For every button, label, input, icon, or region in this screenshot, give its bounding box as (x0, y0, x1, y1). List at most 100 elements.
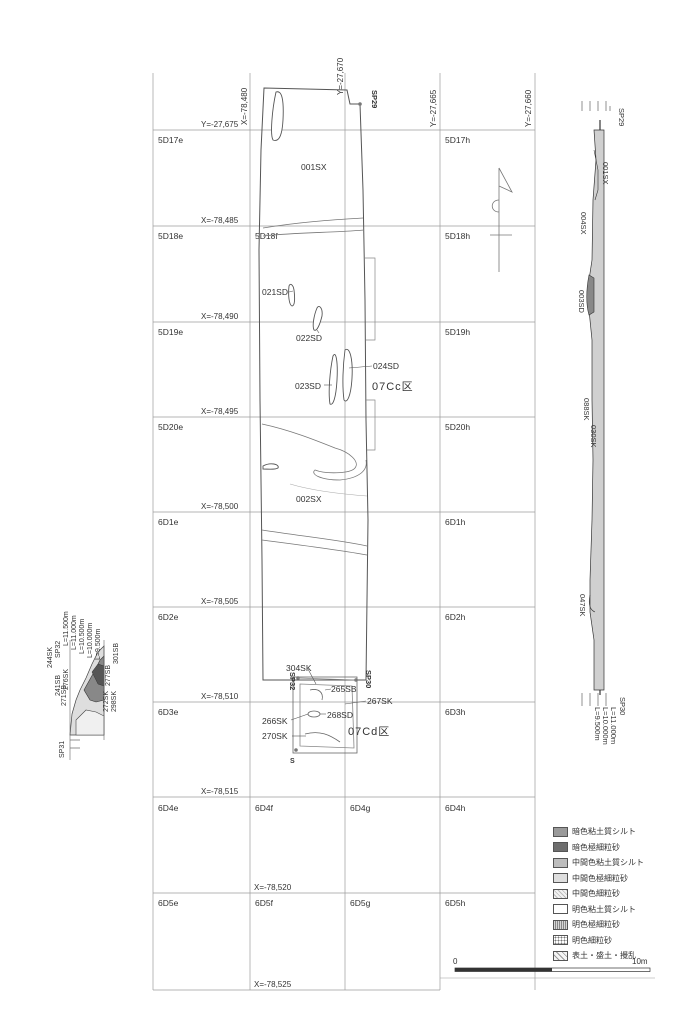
area-label: 07Cd区 (348, 726, 390, 738)
feature-label: 024SD (373, 361, 399, 371)
section-label: L=10.000m (601, 707, 610, 745)
cell-label: 6D2e (158, 612, 179, 622)
north-arrow-icon (490, 167, 513, 272)
legend-label: 中間色粘土質シルト (572, 858, 644, 867)
feature-label: 002SX (296, 494, 322, 504)
sp-label: SP30 (364, 670, 373, 688)
legend-swatch-icon (553, 935, 568, 945)
feature-label: 267SK (367, 696, 393, 706)
left-cross-section (69, 640, 105, 760)
legend-swatch-icon (553, 904, 568, 914)
feature-labels: 001SX 021SD 022SD 023SD 024SD 002SX 304S… (262, 162, 399, 741)
section-label: 001SX (601, 162, 610, 185)
right-long-section (581, 101, 611, 706)
left-section-labels: 244SK SP32 L=11.500m L=11.000m L=10.500m… (47, 611, 120, 758)
feature-label: 270SK (262, 731, 288, 741)
legend-item: 明色粘土質シルト (553, 902, 678, 917)
legend-swatch-icon (553, 950, 568, 961)
cell-label: 5D17h (445, 135, 470, 145)
x-coord: X=-78,510 (201, 692, 239, 701)
legend-swatch-icon (553, 826, 568, 837)
section-label: SP32 (55, 641, 62, 658)
y-coord: Y=-27,675 (201, 120, 239, 129)
right-section-labels: SP29 001SX 004SX 003SD 088SK 030SK 047SK… (577, 108, 627, 745)
scale-bar: 0 10m (440, 957, 655, 979)
cell-label: 6D5f (255, 898, 274, 908)
legend-label: 明色極細粒砂 (572, 920, 620, 929)
y-coord: Y=-27,660 (524, 89, 533, 127)
section-point-markers (294, 102, 362, 752)
cell-label: 6D1e (158, 517, 179, 527)
legend-item: 暗色極細粒砂 (553, 840, 678, 855)
scale-end: 10m (632, 957, 648, 966)
leader-lines (288, 290, 373, 737)
y-coordinate-labels: Y=-27,675 X=-78,480 Y=-27,670 Y=-27,665 … (201, 57, 533, 129)
section-label: 244SK (47, 647, 54, 668)
cell-label: 5D18h (445, 231, 470, 241)
cell-label: 6D1h (445, 517, 466, 527)
soil-legend: 暗色粘土質シルト 暗色極細粒砂 中間色粘土質シルト 中間色極細粒砂 中間色細粒砂… (553, 824, 678, 964)
cell-label: 6D2h (445, 612, 466, 622)
feature-label: 022SD (296, 333, 322, 343)
cell-label: 5D20h (445, 422, 470, 432)
cell-label: 6D5h (445, 898, 466, 908)
x-coord: X=-78,505 (201, 597, 239, 606)
section-label: L=11.000m (71, 615, 78, 650)
feature-label: 265SB (331, 684, 357, 694)
cell-label: 6D3h (445, 707, 466, 717)
section-label: 276SK (63, 669, 70, 690)
legend-item: 中間色細粒砂 (553, 886, 678, 901)
y-coord: Y=-27,670 (336, 57, 345, 95)
section-label: SP29 (617, 108, 626, 126)
legend-item: 表土・盛土・攪乱 (553, 948, 678, 963)
section-label: 003SD (577, 290, 586, 314)
feature-label: 021SD (262, 287, 288, 297)
legend-label: 暗色極細粒砂 (572, 842, 620, 852)
legend-item: 明色極細粒砂 (553, 917, 678, 932)
section-label: 298SK (111, 691, 118, 712)
section-label: L=10.000m (87, 623, 94, 658)
cell-label: 5D18e (158, 231, 183, 241)
legend-item: 中間色粘土質シルト (553, 855, 678, 870)
legend-label: 中間色細粒砂 (572, 889, 620, 898)
x-coord: X=-78,485 (201, 216, 239, 225)
legend-item: 暗色粘土質シルト (553, 824, 678, 839)
y-coord: Y=-27,665 (429, 89, 438, 127)
section-label: 241SB (55, 675, 62, 696)
cell-label: 5D19h (445, 327, 470, 337)
legend-swatch-icon (553, 857, 568, 868)
legend-label: 中間色極細粒砂 (572, 873, 628, 883)
legend-label: 明色細粒砂 (572, 935, 612, 945)
x-coord: X=-78,525 (254, 980, 292, 989)
legend-label: 暗色粘土質シルト (572, 827, 636, 836)
cell-label: 5D19e (158, 327, 183, 337)
feature-label: 001SX (301, 162, 327, 172)
section-label: 301SB (113, 643, 120, 664)
x-coordinate-labels: X=-78,485 X=-78,490 X=-78,495 X=-78,500 … (201, 216, 292, 989)
section-label: SP30 (618, 697, 627, 715)
feature-label: 268SD (327, 710, 353, 720)
section-label: L=10.500m (79, 619, 86, 654)
x-coord: X=-78,490 (201, 312, 239, 321)
section-label: 272SK (103, 691, 110, 712)
cell-label: 6D4f (255, 803, 274, 813)
legend-swatch-icon (553, 873, 568, 883)
x-coord: X=-78,500 (201, 502, 239, 511)
cell-label: 5D17e (158, 135, 183, 145)
trench-outline (258, 87, 376, 681)
section-label: SP31 (59, 741, 66, 758)
section-label: 088SK (582, 398, 591, 421)
y-coord: X=-78,480 (240, 87, 249, 125)
section-label: 030SK (589, 425, 598, 448)
legend-swatch-icon (553, 842, 568, 852)
cell-label: 6D4e (158, 803, 179, 813)
section-line (297, 677, 357, 681)
sp-label: S (290, 758, 295, 765)
section-label: 047SK (578, 594, 587, 617)
scale-start: 0 (453, 957, 458, 966)
legend-swatch-icon (553, 919, 568, 930)
legend-item: 中間色極細粒砂 (553, 871, 678, 886)
legend-label: 明色粘土質シルト (572, 904, 636, 914)
section-label: L=9.500m (593, 707, 602, 741)
